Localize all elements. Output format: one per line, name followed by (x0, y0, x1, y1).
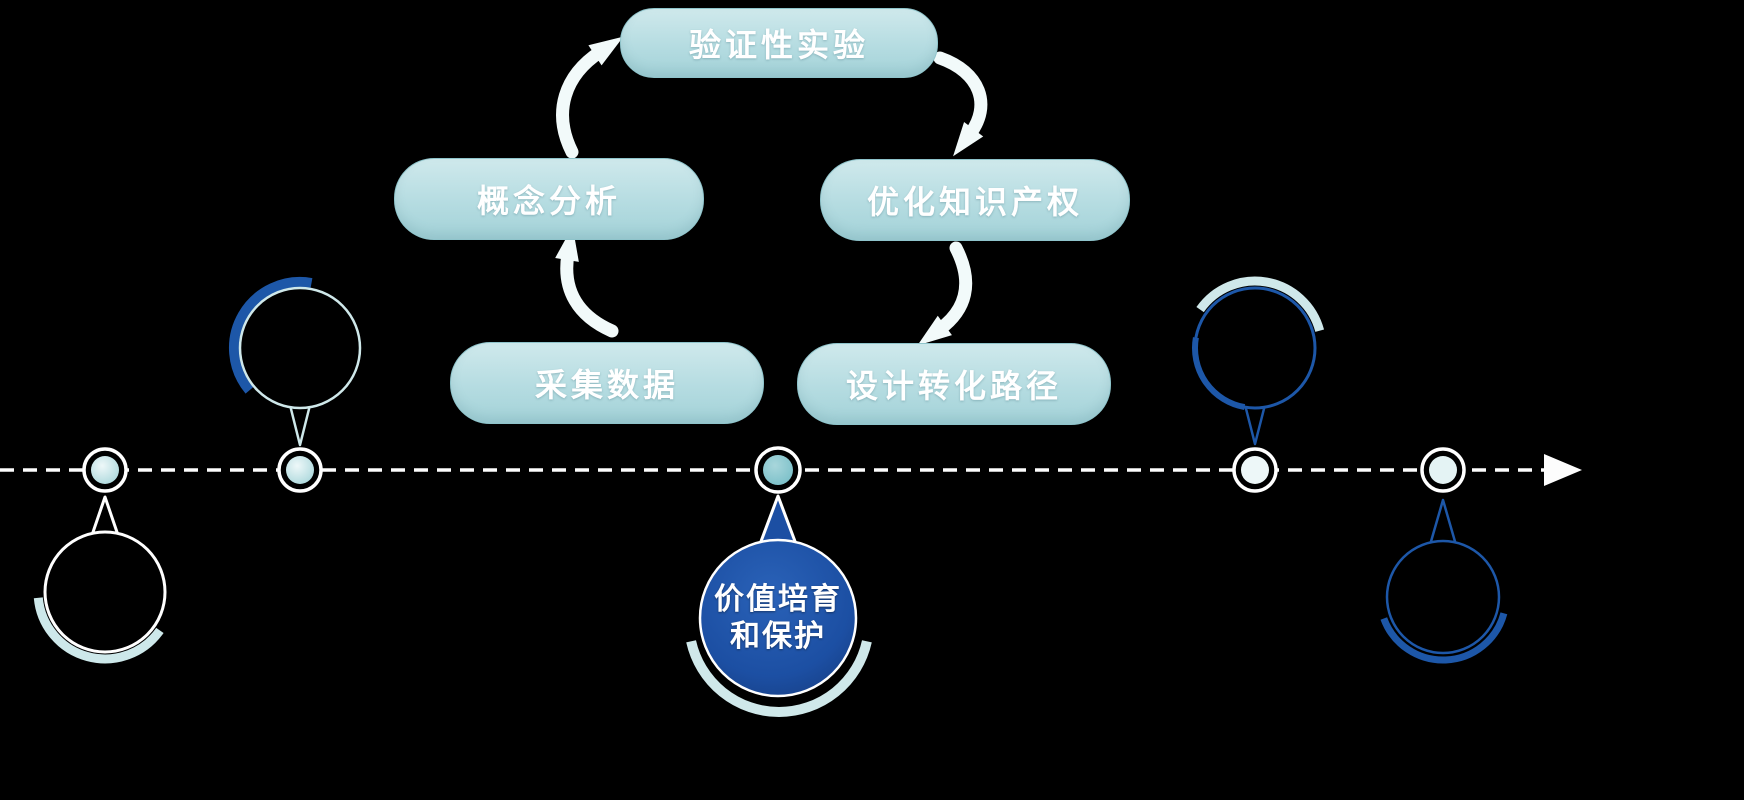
timeline-nodes (82, 446, 1466, 494)
callout-line-2: 和保护 (730, 620, 826, 653)
cycle-step-label: 设计转化路径 (845, 368, 1062, 404)
callout-top-left (228, 277, 362, 447)
value-cultivation-callout-label: 价值培育 和保护 (688, 568, 868, 668)
timeline-node-2 (277, 447, 323, 493)
cycle-step-label: 概念分析 (476, 183, 621, 219)
cycle-step-design-transformation-path: 设计转化路径 (797, 343, 1111, 425)
cycle-step-label: 优化知识产权 (866, 184, 1083, 220)
node-fill (763, 455, 793, 485)
cycle-step-concept-analysis: 概念分析 (394, 158, 704, 240)
cycle-arrows (555, 36, 988, 346)
callout-blue-arc (228, 277, 313, 394)
callout-line-1: 价值培育 (714, 582, 842, 616)
timeline-arrowhead-icon (1544, 454, 1582, 486)
cycle-step-label: 验证性实验 (688, 27, 869, 63)
cycle-arrow-verify-to-optimize (933, 51, 988, 157)
timeline-node-5 (1420, 447, 1466, 493)
cycle-step-optimize-ip: 优化知识产权 (820, 159, 1130, 241)
node-fill (91, 456, 119, 484)
cycle-arrow-optimize-to-design (917, 241, 973, 346)
cycle-arrow-concept-to-verify (556, 36, 624, 159)
timeline-node-1 (82, 447, 128, 493)
callout-teal-arc (686, 640, 872, 717)
cycle-arrow-collect-to-concept (555, 226, 619, 338)
callout-tail (1428, 498, 1458, 547)
callout-circle (698, 538, 858, 698)
cycle-step-label: 采集数据 (534, 367, 679, 403)
callout-circle (43, 530, 167, 654)
callout-circle (238, 286, 362, 410)
cycle-step-collect-data: 采集数据 (450, 342, 764, 424)
timeline-node-4 (1232, 447, 1278, 493)
cycle-step-verification-experiment: 验证性实验 (620, 8, 938, 78)
node-fill (1241, 456, 1269, 484)
callout-bottom-left (33, 495, 167, 664)
node-fill (286, 456, 314, 484)
callout-center-value (686, 494, 872, 717)
callout-bottom-right (1380, 498, 1508, 664)
callout-blue-arc (1380, 612, 1508, 664)
callout-circle (1385, 539, 1501, 655)
callout-teal-arc (1196, 276, 1325, 332)
node-fill (1429, 456, 1457, 484)
callout-top-right (1192, 276, 1325, 446)
callout-blue-arc-segment (1192, 337, 1246, 411)
callout-teal-arc (33, 597, 164, 664)
timeline-node-3 (754, 446, 802, 494)
